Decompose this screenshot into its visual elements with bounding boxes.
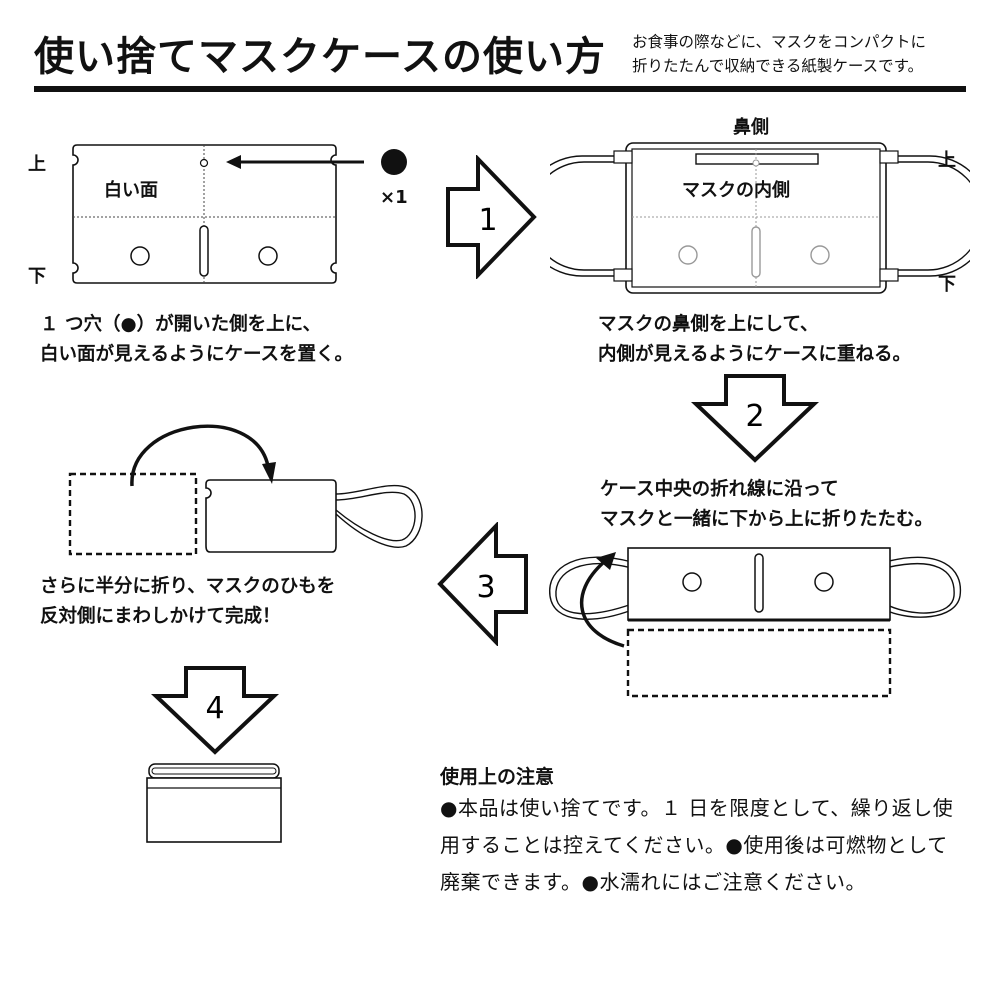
left-ear-loop-outer <box>549 556 633 620</box>
completed-case <box>146 777 282 843</box>
page-title: 使い捨てマスクケースの使い方 <box>34 34 606 80</box>
step4-caption-line-2: 反対側にまわしかけて完成！ <box>40 606 281 627</box>
step-arrow-3-number: 3 <box>476 570 495 605</box>
step3-fold-diagram <box>549 547 962 698</box>
step-arrow-4: 4 <box>150 666 280 755</box>
half-folded-case <box>205 479 337 553</box>
step4-caption: さらに半分に折り、マスクのひもを 反対側にまわしかけて完成！ <box>40 572 335 632</box>
step2-top-label: 上 <box>938 150 956 171</box>
step2-caption-line-2: 内側が見えるようにケースに重ねる。 <box>598 344 912 365</box>
right-loop-tab-top <box>879 150 899 164</box>
step-arrow-2-number: 2 <box>745 399 764 434</box>
right-ear-loop-inner <box>885 161 970 271</box>
fold-up-arrow-curve <box>579 560 625 648</box>
step2-bottom-label: 下 <box>938 274 956 295</box>
step-arrow-4-number: 4 <box>205 691 224 726</box>
subtitle-line-2: 折りたたんで収納できる紙製ケースです。 <box>632 57 924 75</box>
ear-loop-outer <box>335 484 423 548</box>
subtitle-line-1: お食事の際などに、マスクをコンパクトに <box>632 33 927 51</box>
right-ear-loop-inner <box>884 562 955 614</box>
fold-up-arrow-head <box>596 552 616 570</box>
notes-heading: 使用上の注意 <box>440 766 555 788</box>
case-right-hole <box>258 246 278 266</box>
folded-right-hole <box>814 572 834 592</box>
mask-top-hole <box>752 159 760 167</box>
hole-marker-dot <box>381 149 407 175</box>
completed-loop-band <box>148 763 280 779</box>
fold-over-arrow-head <box>262 462 276 484</box>
notes-body: ●本品は使い捨てです。１ 日を限度として、繰り返し使用することは控えてください。… <box>440 796 954 894</box>
step1-hole-count: ×1 <box>380 187 408 208</box>
left-loop-tab-bottom <box>613 268 633 282</box>
case-slot <box>199 225 209 277</box>
folded-slot <box>754 553 764 613</box>
step1-case-diagram <box>72 144 407 284</box>
left-ear-loop-outer <box>550 155 628 277</box>
step-arrow-1: 1 <box>446 155 537 279</box>
step3-caption-line-1: ケース中央の折れ線に沿って <box>600 479 839 500</box>
step4-fold-diagram <box>68 424 423 556</box>
step1-caption-line-2: 白い面が見えるようにケースを置く。 <box>40 344 354 365</box>
left-ear-loop-inner <box>550 161 628 271</box>
step1-caption-line-1: １ つ穴（●）が開いた側を上に、 <box>40 314 322 335</box>
step3-caption-line-2: マスクと一緒に下から上に折りたたむ。 <box>600 509 934 530</box>
step1-bottom-label: 下 <box>28 266 46 287</box>
right-loop-tab-bottom <box>879 268 899 282</box>
completed-case-diagram <box>146 763 282 843</box>
step-arrow-3: 3 <box>437 522 528 646</box>
step2-mask-diagram <box>550 142 970 294</box>
pointer-arrow-head <box>226 155 241 169</box>
step2-caption: マスクの鼻側を上にして、 内側が見えるようにケースに重ねる。 <box>598 310 911 370</box>
ear-loop-inner <box>335 491 416 542</box>
case-left-hole <box>130 246 150 266</box>
original-position-dashed <box>626 628 892 698</box>
step-arrow-2: 2 <box>690 374 820 463</box>
right-ear-loop-outer <box>885 155 970 277</box>
folded-left-hole <box>682 572 702 592</box>
header-rule <box>34 86 966 92</box>
step2-inner-label: マスクの内側 <box>682 180 790 201</box>
step2-caption-line-1: マスクの鼻側を上にして、 <box>598 314 819 335</box>
left-ear-loop-inner <box>555 562 633 615</box>
step-arrow-1-number: 1 <box>478 203 497 238</box>
mask-left-hole <box>678 245 698 265</box>
step4-caption-line-1: さらに半分に折り、マスクのひもを <box>40 576 336 597</box>
completed-loop-band-inner <box>151 767 277 775</box>
step3-caption: ケース中央の折れ線に沿って マスクと一緒に下から上に折りたたむ。 <box>600 475 933 535</box>
original-half-dashed <box>68 472 198 556</box>
step1-face-label: 白い面 <box>104 180 158 201</box>
fold-over-arrow-curve <box>130 424 270 487</box>
mask-right-hole <box>810 245 830 265</box>
step2-nose-label: 鼻側 <box>733 117 769 138</box>
step1-caption: １ つ穴（●）が開いた側を上に、 白い面が見えるようにケースを置く。 <box>40 310 353 370</box>
left-loop-tab-top <box>613 150 633 164</box>
step1-top-label: 上 <box>28 154 46 175</box>
page-subtitle: お食事の際などに、マスクをコンパクトに 折りたたんで収納できる紙製ケースです。 <box>632 30 926 78</box>
mask-slot <box>751 226 761 278</box>
right-ear-loop-outer <box>884 556 962 618</box>
case-top-hole <box>199 158 209 168</box>
